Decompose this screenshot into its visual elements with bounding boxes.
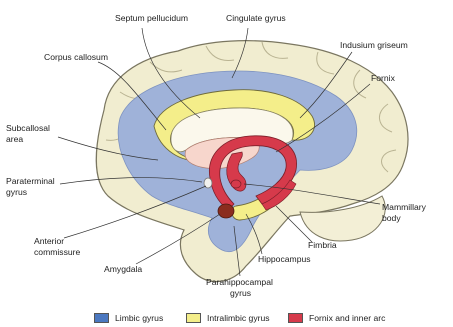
label-mammillary-body-1: Mammillary [382, 202, 427, 212]
mammillary-body [231, 180, 241, 188]
legend-swatch-limbic-gyrus [94, 313, 109, 323]
label-cingulate-gyrus: Cingulate gyrus [226, 13, 286, 23]
legend-item-intralimbic-gyrus: Intralimbic gyrus [186, 312, 270, 324]
label-subcallosal-area-2: area [6, 134, 23, 144]
label-amygdala: Amygdala [104, 264, 142, 274]
label-anterior-commissure-2: commissure [34, 247, 81, 257]
legend-swatch-fornix-inner-arc [288, 313, 303, 323]
label-paraterminal-gyrus-1: Paraterminal [6, 176, 55, 186]
label-hippocampus: Hippocampus [258, 254, 311, 264]
label-parahippocampal-gyrus-2: gyrus [230, 288, 251, 298]
legend: Limbic gyrus Intralimbic gyrus Fornix an… [0, 308, 453, 327]
label-fornix: Fornix [371, 73, 396, 83]
legend-swatch-intralimbic-gyrus [186, 313, 201, 323]
label-anterior-commissure-1: Anterior [34, 236, 64, 246]
legend-label-intralimbic-gyrus: Intralimbic gyrus [207, 313, 270, 323]
amygdala-shape [218, 204, 234, 218]
legend-label-fornix-inner-arc: Fornix and inner arc [309, 313, 385, 323]
label-fimbria: Fimbria [308, 240, 337, 250]
label-subcallosal-area-1: Subcallosal [6, 123, 50, 133]
legend-item-fornix-inner-arc: Fornix and inner arc [288, 312, 385, 324]
legend-item-limbic-gyrus: Limbic gyrus [94, 312, 163, 324]
label-parahippocampal-gyrus-1: Parahippocampal [206, 277, 273, 287]
label-paraterminal-gyrus-2: gyrus [6, 187, 27, 197]
label-mammillary-body-2: body [382, 213, 401, 223]
legend-label-limbic-gyrus: Limbic gyrus [115, 313, 163, 323]
label-corpus-callosum: Corpus callosum [44, 52, 108, 62]
label-indusium-griseum: Indusium griseum [340, 40, 408, 50]
label-septum-pellucidum: Septum pellucidum [115, 13, 188, 23]
